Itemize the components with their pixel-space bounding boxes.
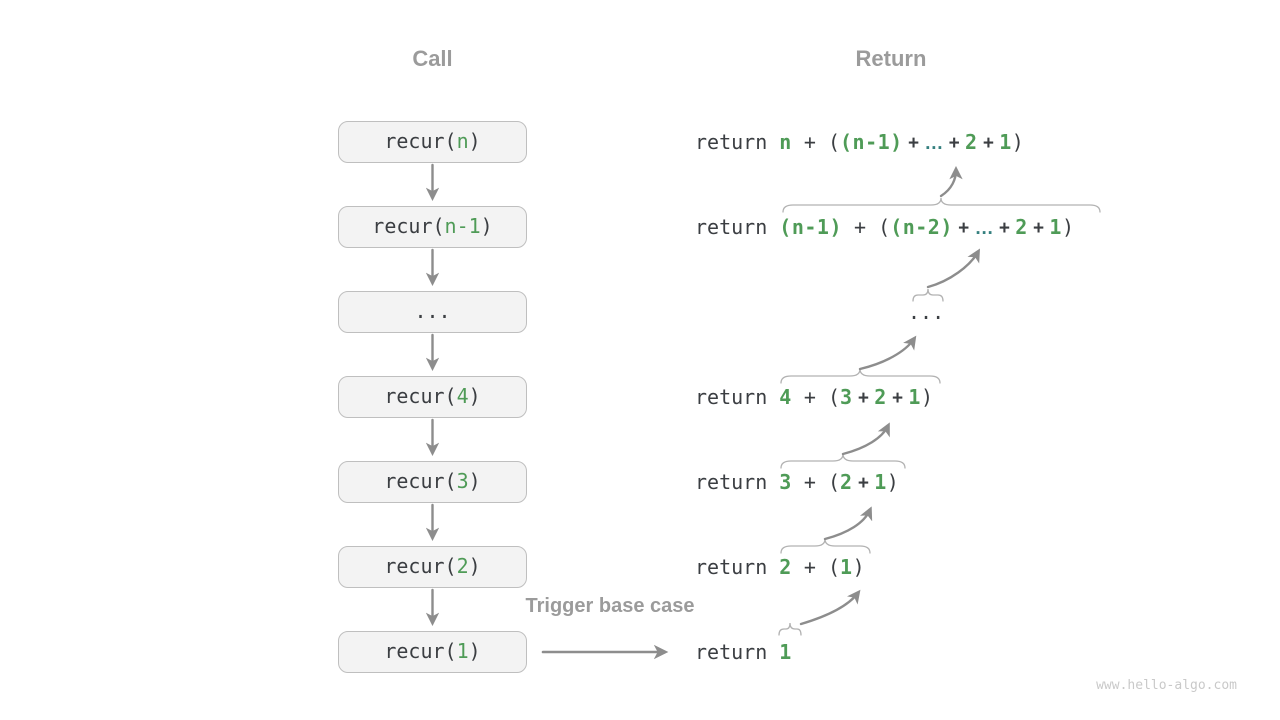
code-segment: 3 xyxy=(779,470,792,494)
code-segment: + xyxy=(952,218,975,239)
call-box-1: recur(n) xyxy=(338,121,527,163)
code-segment: … xyxy=(974,218,994,239)
code-segment: recur( xyxy=(372,214,445,238)
code-segment: recur( xyxy=(384,639,457,663)
code-segment: (n-1) xyxy=(779,215,843,239)
call-box-5: recur(3) xyxy=(338,461,527,503)
code-segment: recur( xyxy=(384,129,457,153)
code-segment: 2 xyxy=(874,385,887,409)
code-segment: return xyxy=(695,385,780,409)
code-segment: (n-1) xyxy=(840,130,903,154)
code-segment: 2 xyxy=(1015,215,1028,239)
code-segment: + xyxy=(886,388,909,409)
call-box-7: recur(1) xyxy=(338,631,527,673)
call-box-4: recur(4) xyxy=(338,376,527,418)
return-arrow-5 xyxy=(841,422,890,456)
code-segment: 1 xyxy=(874,470,887,494)
code-segment: 1 xyxy=(779,640,792,664)
code-segment: ) xyxy=(468,554,481,578)
code-segment: ... xyxy=(908,300,945,324)
return-arrow-6 xyxy=(823,506,873,541)
code-segment: ) xyxy=(468,129,481,153)
code-segment: + xyxy=(943,133,966,154)
code-segment: recur( xyxy=(384,554,457,578)
return-line-7: return 1 xyxy=(695,631,792,673)
code-segment: ) xyxy=(480,214,493,238)
code-segment: 1 xyxy=(1049,215,1062,239)
call-box-2: recur(n-1) xyxy=(338,206,527,248)
code-segment: return xyxy=(695,215,780,239)
code-segment: ) xyxy=(468,384,481,408)
code-segment: ) xyxy=(1061,215,1075,239)
code-segment: return xyxy=(695,640,780,664)
code-segment: + ( xyxy=(842,215,891,239)
code-segment: + xyxy=(977,133,1000,154)
code-segment: ) xyxy=(468,639,481,663)
over-brace-row-3 xyxy=(912,288,944,302)
code-segment: return xyxy=(695,470,780,494)
code-segment: + ( xyxy=(791,555,841,579)
code-segment: 4 xyxy=(456,384,469,408)
code-segment: return xyxy=(695,555,780,579)
code-segment: 2 xyxy=(456,554,469,578)
code-segment: 3 xyxy=(456,469,469,493)
code-segment: ) xyxy=(468,469,481,493)
return-arrow-3 xyxy=(926,248,981,289)
code-segment: 1 xyxy=(999,130,1012,154)
code-segment: + xyxy=(1027,218,1050,239)
code-segment: recur( xyxy=(384,469,457,493)
call-box-3: ... xyxy=(338,291,527,333)
return-arrow-2 xyxy=(939,165,963,198)
code-segment: + ( xyxy=(791,470,841,494)
trigger-base-case-label: Trigger base case xyxy=(525,595,695,617)
code-segment: 2 xyxy=(779,555,792,579)
code-segment: 2 xyxy=(965,130,978,154)
over-brace-row-7 xyxy=(778,622,802,636)
code-segment: ) xyxy=(852,555,865,579)
code-segment: + xyxy=(852,473,875,494)
return-column-header: Return xyxy=(855,46,927,71)
call-column-header: Call xyxy=(412,46,453,71)
code-segment: n xyxy=(779,130,792,154)
code-segment: 1 xyxy=(456,639,469,663)
return-line-3: ... xyxy=(908,291,944,333)
return-line-5: return 3 + (2 + 1) xyxy=(695,461,899,503)
over-brace-row-2 xyxy=(782,197,1101,213)
return-line-4: return 4 + (3 + 2 + 1) xyxy=(695,376,933,418)
code-segment: ... xyxy=(414,299,451,323)
code-segment: + xyxy=(902,133,925,154)
code-segment: (n-2) xyxy=(890,215,953,239)
code-segment: n-1 xyxy=(444,214,481,238)
code-segment: + xyxy=(993,218,1016,239)
watermark: www.hello-algo.com xyxy=(1096,678,1237,693)
return-line-6: return 2 + (1) xyxy=(695,546,865,588)
return-arrow-7 xyxy=(799,589,861,626)
code-segment: 4 xyxy=(779,385,792,409)
code-segment: ) xyxy=(886,470,899,494)
code-segment: recur( xyxy=(384,384,457,408)
return-arrow-4 xyxy=(858,335,917,371)
code-segment: 1 xyxy=(840,555,853,579)
code-segment: 2 xyxy=(840,470,853,494)
code-segment: + ( xyxy=(791,385,841,409)
code-segment: 1 xyxy=(908,385,921,409)
code-segment: n xyxy=(456,129,469,153)
return-line-2: return (n-1) + ((n-2) + … + 2 + 1) xyxy=(695,206,1074,248)
code-segment: return xyxy=(695,130,780,154)
code-segment: … xyxy=(924,133,944,154)
call-box-6: recur(2) xyxy=(338,546,527,588)
code-segment: ) xyxy=(920,385,934,409)
code-segment: + xyxy=(852,388,875,409)
code-segment: ) xyxy=(1011,130,1024,154)
code-segment: + ( xyxy=(791,130,841,154)
code-segment: 3 xyxy=(840,385,853,409)
return-line-1: return n + ((n-1) + … + 2 + 1) xyxy=(695,121,1024,163)
